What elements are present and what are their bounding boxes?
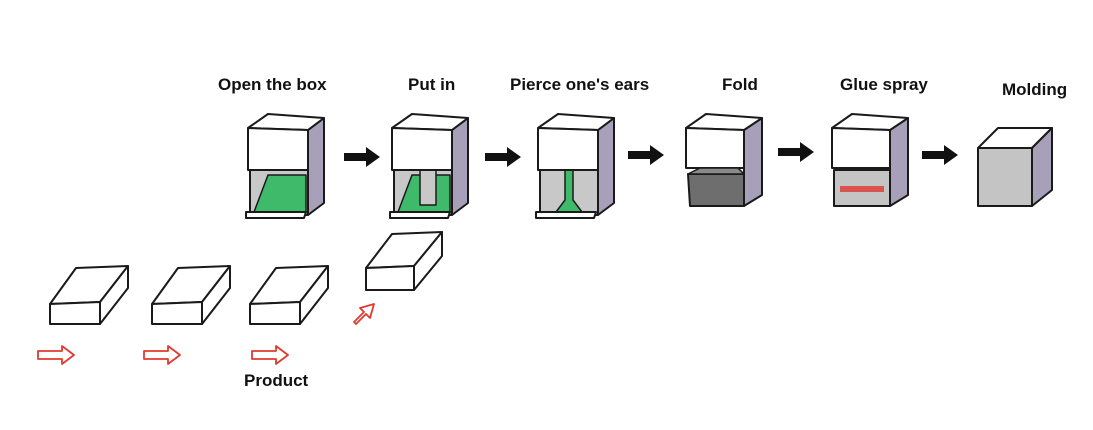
box-open-step bbox=[245, 113, 325, 219]
flow-arrow-4 bbox=[778, 142, 814, 162]
product-arrow-2 bbox=[143, 345, 181, 365]
product-block-2 bbox=[151, 265, 231, 325]
flow-arrow-1 bbox=[344, 147, 380, 167]
step-label-fold: Fold bbox=[722, 75, 758, 94]
step-label-open-the-box: Open the box bbox=[218, 75, 327, 94]
flow-arrow-3 bbox=[628, 145, 664, 165]
glue-strip bbox=[840, 186, 884, 192]
box-put-in-step bbox=[389, 113, 469, 219]
product-arrow-1 bbox=[37, 345, 75, 365]
step-label-put-in: Put in bbox=[408, 75, 456, 94]
flow-arrow-2 bbox=[485, 147, 521, 167]
product-arrows bbox=[37, 303, 375, 365]
box-fold-step bbox=[685, 113, 763, 207]
box-glue-spray-step bbox=[831, 113, 909, 207]
product-block-lifted bbox=[365, 231, 443, 291]
step-label-molding: Molding bbox=[1002, 80, 1068, 99]
product-arrow-up bbox=[353, 303, 375, 325]
flow-arrows bbox=[344, 142, 958, 167]
product-arrow-3 bbox=[251, 345, 289, 365]
box-molded-step bbox=[977, 127, 1053, 207]
box-pierce-step bbox=[535, 113, 615, 219]
product-blocks bbox=[49, 231, 443, 325]
product-block-3 bbox=[249, 265, 329, 325]
step-label-pierce-ears: Pierce one's ears bbox=[510, 75, 650, 94]
step-label-glue-spray: Glue spray bbox=[840, 75, 928, 94]
flow-arrow-5 bbox=[922, 145, 958, 165]
product-label: Product bbox=[244, 371, 309, 390]
product-block-1 bbox=[49, 265, 129, 325]
